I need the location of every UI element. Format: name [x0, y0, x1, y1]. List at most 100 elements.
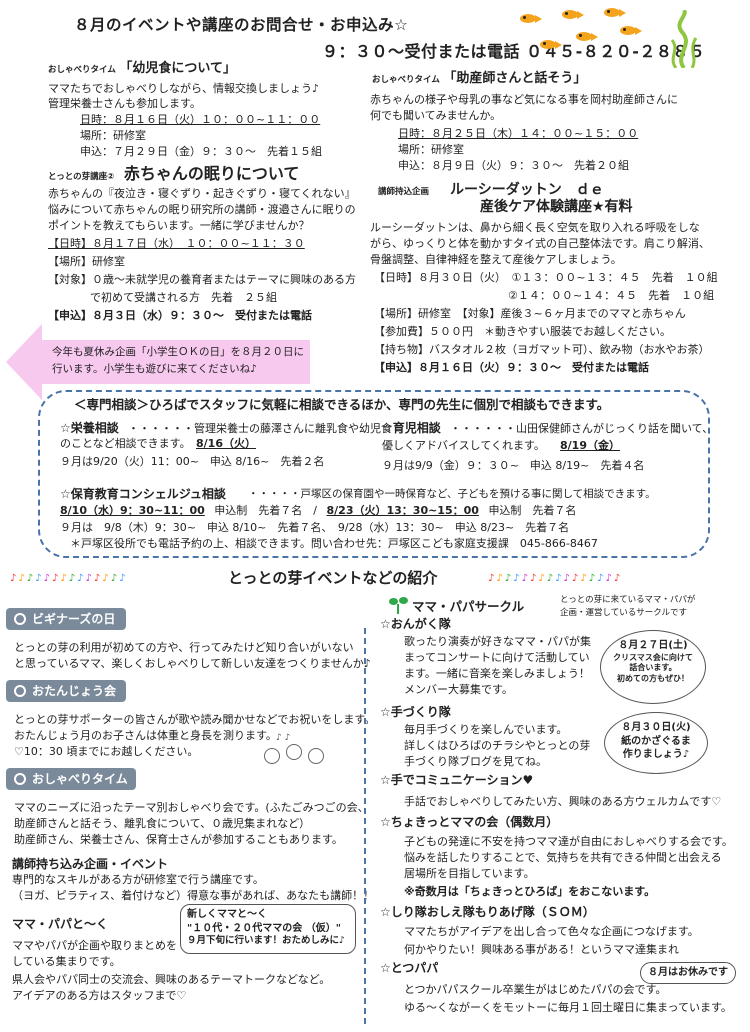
mamapapa-body4: アイデアのある方はスタッフまで♡ [12, 989, 187, 1002]
nutrition-date: 8/16（火） [196, 437, 256, 450]
consult-heading: ＜専門相談＞ひろばでスタッフに気軽に相談できるほか、専門の先生に個別で相談もでき… [74, 397, 610, 412]
intro-heading: とっとの芽イベントなどの紹介 [228, 569, 438, 587]
circle-note2: 企画・運営しているサークルです [560, 608, 687, 618]
ev1-heading: おしゃべりタイム 「幼児食について」 [48, 60, 236, 79]
nutrition-next: ９月は9/20（火）11：00~ 申込 8/16~ 先着２名 [60, 455, 325, 468]
ev3-title: 「助産師さんと話そう」 [443, 71, 587, 86]
beginners-body2: と思っているママ、楽しくおしゃべりして新しい友達をつくりませんか♪ [14, 657, 371, 670]
circle-note1: とっとの芽に来ているママ・パパが [560, 595, 696, 605]
concierge-next: ９月は 9/8（木）9：30~ 申込 8/10~ 先着７名、 9/28（水）13… [60, 521, 570, 534]
ev1-body2: 管理栄養士さんも参加します。 [48, 97, 201, 110]
totsu-title: ☆とつパパ [380, 961, 439, 975]
ev4-title1: ルーシーダットン ｄｅ [450, 182, 604, 198]
summer-line2: 行います。小学生も遊びに来てくださいね♪ [52, 363, 257, 375]
onkyu-title: ☆おんがく隊 [380, 617, 451, 631]
tezukuri-bubble-line3: 作りましょう♪ [622, 749, 690, 760]
new-bubble-line1: 新しくママと～く [187, 909, 267, 920]
concierge-mid: 申込制 先着７名 / [214, 504, 317, 517]
concierge-body: ・・・・・戸塚区の保育園や一時保育など、子どもを預ける事に関して相談できます。 [248, 488, 656, 500]
ev4-fee: 【参加費】５００円 ＊動きやすい服装でお越しください。 [374, 325, 671, 338]
ev1-date: 日時：８月１６日（火）１０：００~１１：００ [80, 113, 321, 126]
onkyu-body3: ます。一緒に音楽を楽しみましょう！ [404, 667, 590, 680]
concierge-title: ☆保育教育コンシェルジュ相談 [60, 487, 226, 501]
ev4-place: 【場所】研修室 【対象】産後３~６ヶ月までのママと赤ちゃん [374, 307, 686, 320]
header-title-line2: ９：３０～受付または電話 ０４５-８２０-２８８５ [322, 42, 706, 61]
ev1-body1: ママたちでおしゃべりしながら、情報交換しましょう♪ [48, 82, 320, 95]
mamapapa-body2: している集まりです。 [12, 955, 121, 968]
ev3-date: 日時：８月２５日（木）１４：００~１５：００ [398, 127, 639, 140]
ev3-body1: 赤ちゃんの様子や母乳の事など気になる事を岡村助産師さんに [370, 93, 678, 106]
lecturer-body2: （ヨガ、ピラティス、着付けなど）得意な事があれば、あなたも講師！！ [12, 889, 375, 902]
childcare-body2: 優しくアドバイスしてくれます。 [382, 439, 545, 452]
tezukuri-title: ☆手づくり隊 [380, 705, 451, 719]
tezukuri-bubble-line1: ８月３０日(火) [621, 722, 691, 733]
ev4-body3: 骨盤調整、自律神経を整えて産後ケアしましょう。 [370, 253, 622, 266]
onkyu-body1: 歌ったり演奏が好きなママ・パパが集 [404, 635, 591, 648]
ev4-date2: ②１４：００~１４：４５ 先着 １０組 [508, 289, 715, 302]
onkyu-bubble: ８月２７日(土) クリスマス会に向けて話合います。 初めての方もぜひ！ [600, 630, 706, 704]
chotto-body4: ※奇数月は「ちょきっとひろば」をおこないます。 [404, 885, 656, 898]
chat-badge: おしゃべりタイム [6, 768, 136, 790]
birthday-body1: とっとの芽サポーターの皆さんが歌や読み聞かせなどでお祝いをします。 [14, 713, 376, 726]
birthday-label: おたんじょう会 [32, 684, 117, 698]
new-talk-bubble: 新しくママと～く "１０代・２０代ママの会 （仮）" ９月下旬に行います！おため… [180, 904, 356, 954]
seaweed-icon [670, 10, 698, 68]
childcare-title: ☆育児相談 [382, 421, 441, 435]
ev1-place: 場所：研修室 [80, 129, 146, 142]
ev2-body1: 赤ちゃんの『夜泣き・寝ぐずり・起きぐずり・寝てくれない』 [48, 187, 356, 200]
header-title-line1: ８月のイベントや講座のお問合せ・お申込み☆ [74, 16, 409, 34]
summer-line1: 今年も夏休み企画「小学生ＯＫの日」を８月２０日に [52, 346, 304, 358]
nutrition-body2: のことなど相談できます。 [60, 437, 191, 450]
chat-body1: ママのニーズに沿ったテーマ別おしゃべり会です。(ふたごみつごの会、 [14, 801, 369, 814]
ev3-heading: おしゃべりタイム 「助産師さんと話そう」 [372, 70, 586, 89]
totsu-bubble: ８月はお休みです [640, 962, 736, 984]
tezukuri-bubble: ８月３０日(火) 紙のかざぐるま 作りましょう♪ [604, 712, 708, 774]
ev4-body2: がら、ゆっくりと体を動かすタイ式の自己整体法です。肩こり解消、 [370, 237, 710, 250]
ev2-body3: ポイントを教えてもらいます。一緒に学びませんか？ [48, 219, 310, 232]
chat-body3: 助産師さん、栄養士さん、保育士さんが参加することもあります。 [14, 833, 343, 846]
ev3-apply: 申込：８月９日（火）９：３０～ 先着２０組 [398, 159, 629, 172]
ev3-tag: おしゃべりタイム [372, 75, 440, 85]
nutrition-body1: ・・・・・・管理栄養士の藤澤さんに離乳食や幼児食 [128, 422, 392, 435]
column-divider [364, 628, 366, 1024]
shiri-title: ☆しり隊おしえ隊もりあげ隊（ＳＯＭ） [380, 905, 595, 919]
ev3-place: 場所：研修室 [398, 143, 464, 156]
chat-body2: 助産師さんと話そう、離乳食について、０歳児集まれなど） [14, 817, 311, 830]
mamapapa-body1: ママやパパが企画や取りまとめを [12, 939, 177, 952]
ev2-target1: 【対象】０歳～未就学児の養育者またはテーマに興味のある方 [48, 273, 356, 286]
ev2-body2: 悩みについて赤ちゃんの眠り研究所の講師・渡邉さんに眠りの [48, 203, 356, 216]
ev4-items: 【持ち物】バスタオル２枚（ヨガマット可）、飲み物（お水やお茶） [374, 343, 710, 356]
ev4-tag: 講師持込企画 [378, 187, 430, 197]
totsu-body2: ゆる～くながーくをモットーに毎月１回土曜日に集まっています。 [404, 1001, 732, 1014]
comm-title: ☆手でコミュニケーション♥ [380, 773, 534, 787]
comm-body: 手話でおしゃべりしてみたい方、興味のある方ウェルカムです♡ [404, 795, 722, 808]
ev4-body1: ルーシーダットンは、鼻から細く長く空気を取り入れる呼吸をしな [370, 221, 700, 234]
ev4-title2: 産後ケア体験講座★有料 [480, 199, 633, 215]
ev2-date: 【日時】８月１７日（水） １０：００~１１：３０ [48, 237, 305, 250]
new-bubble-line3: ９月下旬に行います！おためしみに♪ [187, 935, 346, 946]
childcare-date: 8/19（金） [560, 439, 620, 452]
tezukuri-bubble-line2: 紙のかざぐるま [621, 735, 691, 747]
consultation-box [38, 390, 710, 558]
beginners-body1: とっとの芽の利用が初めての方や、行ってみたけど知り合いがいない [14, 641, 354, 654]
circle-title: ママ・パパサークル [412, 599, 525, 614]
onkyu-body4: メンバー大募集です。 [404, 683, 513, 696]
chat-label: おしゃべりタイム [32, 772, 128, 786]
birthday-badge: おたんじょう会 [6, 680, 126, 702]
birthday-body2: おたんじょう月のお子さんは体重と身長を測ります。 [14, 729, 277, 742]
mamapapa-body3: 県人会やパパ同士の交流会、興味のあるテーマトークなどなど。 [12, 973, 331, 986]
onkyu-bubble-line1: ８月２７日(土) [618, 640, 688, 651]
ev2-title: 赤ちゃんの眠りについて [123, 164, 300, 183]
childcare-next: ９月は9/9（金）９：３０~ 申込 8/19~ 先着４名 [382, 459, 645, 472]
onkyu-bubble-line2: クリスマス会に向けて話合います。 [613, 652, 693, 673]
nutrition-title: ☆栄養相談 [60, 421, 119, 435]
shiri-body1: ママたちがアイデアを出し合って色々な企画につなげます。 [404, 925, 699, 938]
beginners-badge: ビギナーズの日 [6, 608, 126, 630]
ev3-body2: 何でも聞いてみませんか。 [370, 109, 502, 122]
shiri-body2: 何かやりたい！興味ある事がある！というママ達集まれ [404, 943, 679, 956]
ev2-target2: で初めて受講される方 先着 ２５組 [90, 291, 277, 304]
summer-banner: 今年も夏休み企画「小学生ＯＫの日」を８月２０日に 行います。小学生も遊びに来てく… [40, 340, 310, 384]
lecturer-body1: 専門的なスキルがある方が研修室で行う講座です。 [12, 873, 264, 886]
beginners-label: ビギナーズの日 [32, 612, 116, 626]
totsu-bubble-text: ８月はお休みです [648, 967, 728, 978]
